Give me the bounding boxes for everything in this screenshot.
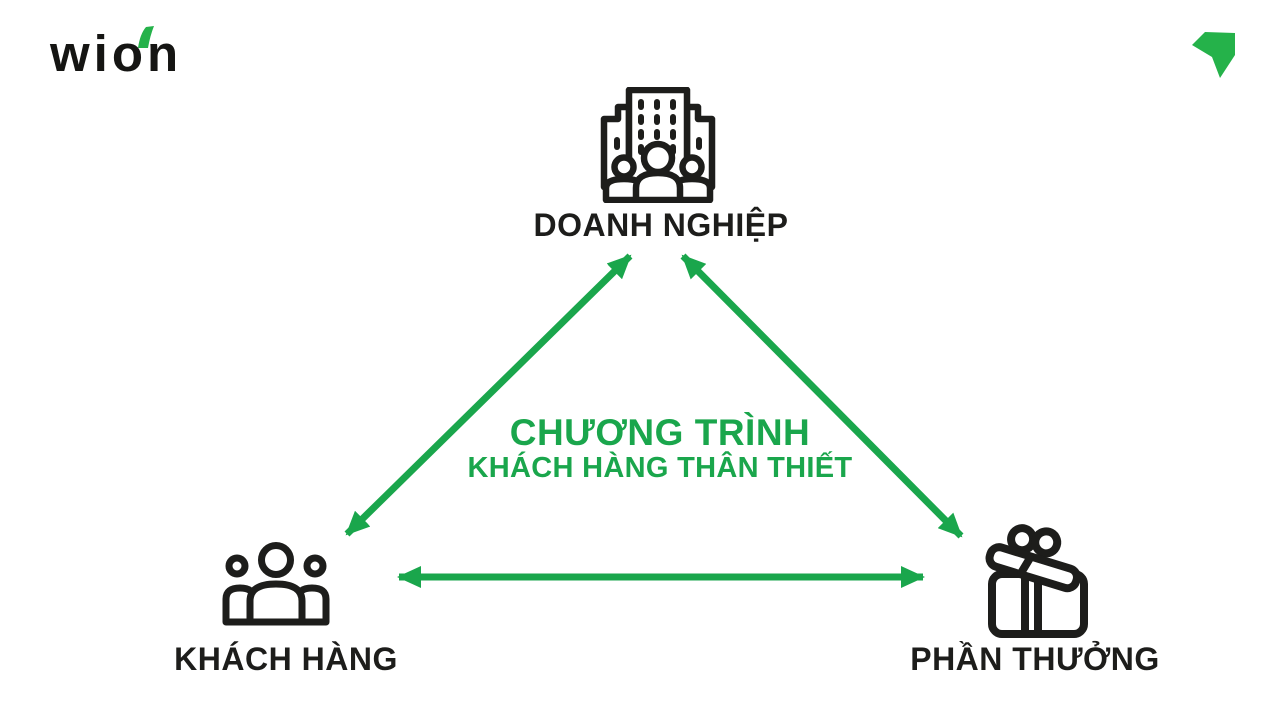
brand-arrow-icon [1192, 32, 1235, 78]
wion-logo-text: wion [50, 25, 183, 82]
program-title-line2: KHÁCH HÀNG THÂN THIẾT [467, 452, 853, 484]
customer-group-icon [222, 542, 330, 626]
spark-accent-icon [138, 26, 154, 48]
rewards-node-label: PHẦN THƯỞNG [910, 641, 1160, 677]
open-gift-box-icon [985, 524, 1088, 638]
customers-node-label: KHÁCH HÀNG [174, 641, 398, 677]
office-building-with-people-icon [600, 87, 716, 203]
business-node-label: DOANH NGHIỆP [533, 207, 789, 243]
arrow-customers-business [344, 253, 633, 537]
program-title-line1: CHƯƠNG TRÌNH [509, 412, 811, 453]
arrow-business-rewards [680, 253, 964, 539]
wion-logo: wion [50, 25, 183, 82]
